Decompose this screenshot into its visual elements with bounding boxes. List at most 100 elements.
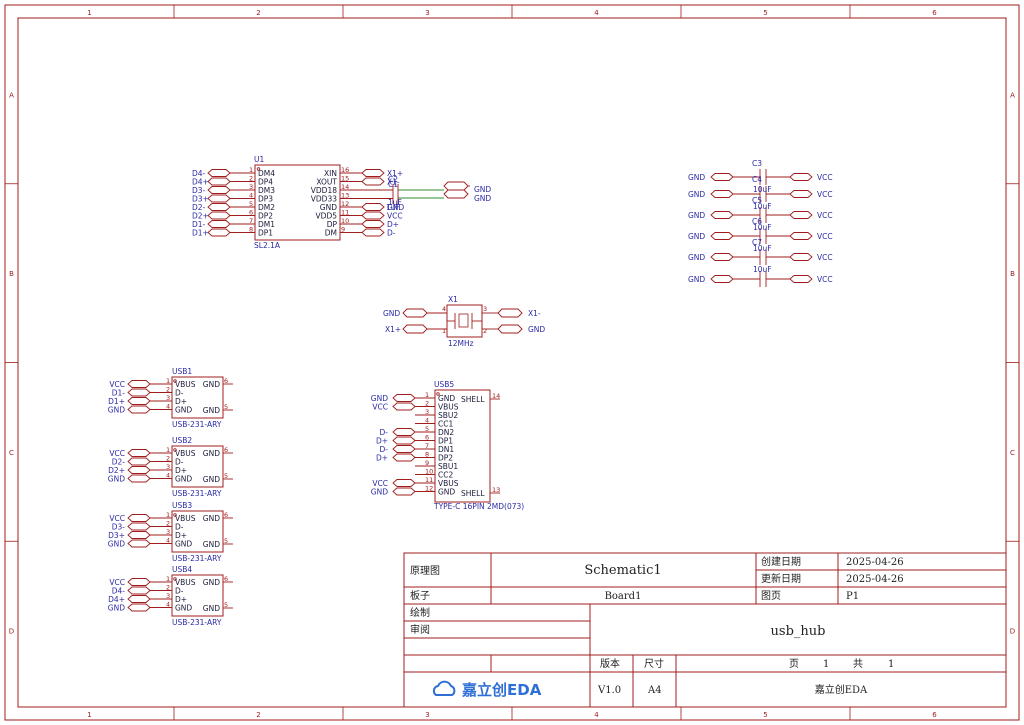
u1-right-net-port[interactable] <box>361 169 385 177</box>
cap-ref: C7 <box>752 238 762 247</box>
u1-left-net-port[interactable] <box>207 194 231 203</box>
usb5-pin-name: GND <box>438 488 455 497</box>
zone-row-right: B <box>1010 270 1015 278</box>
usb5-pin-name: CC2 <box>438 471 453 480</box>
usb-a-net-port[interactable] <box>127 595 151 603</box>
cap-ref: C6 <box>752 217 762 226</box>
u1-left-net-port[interactable] <box>207 177 231 186</box>
u1-pin-name: DP3 <box>258 195 273 204</box>
svg-text:6: 6 <box>224 377 228 385</box>
usb5-pin-name: SBU1 <box>438 462 458 471</box>
usb-a-net-port[interactable] <box>127 449 151 457</box>
x1-pin3-num: 3 <box>483 305 487 313</box>
svg-text:1: 1 <box>166 377 170 385</box>
zone-col-bottom: 6 <box>932 711 937 719</box>
u1-left-net-port[interactable] <box>207 203 231 211</box>
usb5-net-port[interactable] <box>392 402 416 411</box>
u1-pin-name: DP2 <box>258 212 273 221</box>
u1-left-net-port[interactable] <box>207 220 231 228</box>
zone-col-top: 5 <box>763 9 767 17</box>
usb-a-net-port[interactable] <box>127 603 151 612</box>
svg-text:8: 8 <box>425 451 429 459</box>
svg-text:5: 5 <box>224 472 228 480</box>
tb-version: V1.0 <box>597 685 621 696</box>
tb-total-text: 共 <box>853 658 863 670</box>
usb-a-net: VCC <box>109 578 125 587</box>
cap-value: 10uF <box>753 202 772 211</box>
x1-crystal[interactable]: X1 12MHz 4 1 3 2 GND X1+ X1- GND <box>383 295 545 348</box>
cap-vcc-port[interactable] <box>789 173 813 181</box>
usb-a-pin-name: GND <box>175 540 192 549</box>
u1-right-net: D- <box>387 229 396 238</box>
cap-vcc-port[interactable] <box>789 190 813 198</box>
cap-gnd-port[interactable] <box>710 275 734 283</box>
u1-right-net-port[interactable] <box>361 211 385 220</box>
u1-right-net-port[interactable] <box>361 203 385 211</box>
svg-text:5: 5 <box>224 601 228 609</box>
usb-a-net-port[interactable] <box>127 457 151 466</box>
tb-drawn-label: 绘制 <box>410 606 430 619</box>
usb-a-net-port[interactable] <box>127 531 151 539</box>
svg-text:6: 6 <box>249 209 253 217</box>
u1-right-net: VCC <box>387 212 403 221</box>
usb-a-net-port[interactable] <box>127 380 151 388</box>
svg-text:6: 6 <box>224 511 228 519</box>
u1-left-net-port[interactable] <box>207 228 231 237</box>
usb5-net-port[interactable] <box>392 479 416 487</box>
cap-gnd-port[interactable] <box>710 173 734 181</box>
cap-vcc-port[interactable] <box>789 253 813 261</box>
usb-a-net-port[interactable] <box>127 586 151 595</box>
cap-gnd-port[interactable] <box>710 211 734 219</box>
u1-right-net-port[interactable] <box>361 228 385 237</box>
usb-a-net-port[interactable] <box>127 405 151 414</box>
usb-a-net-port[interactable] <box>127 466 151 474</box>
u1-left-net-port[interactable] <box>207 186 231 194</box>
cap-left-net: GND <box>688 173 705 182</box>
tb-created-date: 2025-04-26 <box>846 557 904 568</box>
u1-pin-name: GND <box>320 203 337 212</box>
u1-right-net-port[interactable] <box>361 220 385 228</box>
u1-pin-name: DP <box>327 220 338 229</box>
usb5-net-port[interactable] <box>392 445 416 453</box>
u1-left-net-port[interactable] <box>207 169 231 177</box>
cap-gnd-port[interactable] <box>710 232 734 240</box>
usb-a-net-port[interactable] <box>127 522 151 531</box>
usb5-net-port[interactable] <box>392 453 416 462</box>
usb-a-pin-name: D- <box>175 389 184 398</box>
usb5-pin13: 13 <box>492 486 500 494</box>
cap-vcc-port[interactable] <box>789 211 813 219</box>
usb-a-net: GND <box>108 540 125 549</box>
usb5-pin-name: DP1 <box>438 437 453 446</box>
svg-text:1: 1 <box>249 166 253 174</box>
usb-a-pin-name: D+ <box>175 531 187 540</box>
usb-a-net-port[interactable] <box>127 388 151 397</box>
u1-right-net-port[interactable] <box>361 177 385 186</box>
cap-vcc-port[interactable] <box>789 275 813 283</box>
usb-a-net-port[interactable] <box>127 514 151 522</box>
usb-a-net-port[interactable] <box>127 474 151 483</box>
u1-left-net-port[interactable] <box>207 211 231 220</box>
svg-text:1: 1 <box>166 511 170 519</box>
usb5-net-port[interactable] <box>392 487 416 496</box>
usb5-net: GND <box>371 488 388 497</box>
usb5-net-port[interactable] <box>392 436 416 445</box>
usb5-net-port[interactable] <box>392 428 416 436</box>
cap-gnd-port[interactable] <box>710 253 734 261</box>
usb-a-net-port[interactable] <box>127 397 151 405</box>
usb5-typec[interactable]: USB5 TYPE-C 16PIN 2MD(073) SHELL SHELL 1… <box>371 380 524 511</box>
usb-a-net-port[interactable] <box>127 539 151 548</box>
usb-a-net-port[interactable] <box>127 578 151 586</box>
cap-value: 10uF <box>753 265 772 274</box>
zone-col-bottom: 4 <box>594 711 599 719</box>
cap-gnd-port[interactable] <box>710 190 734 198</box>
cap-vcc-port[interactable] <box>789 232 813 240</box>
usb5-net-port[interactable] <box>392 394 416 402</box>
tb-updated-label: 更新日期 <box>761 572 801 585</box>
